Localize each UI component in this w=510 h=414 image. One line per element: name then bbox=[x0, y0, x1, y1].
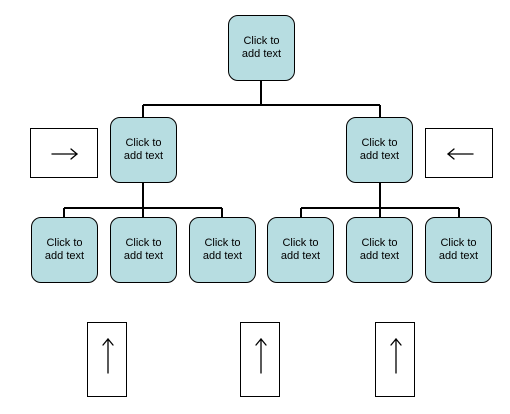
node-root-text: Click to add text bbox=[241, 35, 282, 60]
arrow-box-left[interactable] bbox=[425, 128, 493, 178]
arrow-box-up-3[interactable] bbox=[375, 322, 415, 397]
arrow-left-icon bbox=[446, 148, 474, 160]
node-staff-6-text: Click to add text bbox=[438, 237, 479, 262]
node-manager-right[interactable]: Click to add text bbox=[346, 117, 413, 183]
node-staff-1[interactable]: Click to add text bbox=[31, 217, 98, 283]
node-staff-4-text: Click to add text bbox=[280, 237, 321, 262]
node-staff-2[interactable]: Click to add text bbox=[110, 217, 177, 283]
arrow-box-right[interactable] bbox=[30, 128, 98, 178]
node-staff-3[interactable]: Click to add text bbox=[189, 217, 256, 283]
node-manager-left-text: Click to add text bbox=[123, 137, 164, 162]
node-staff-2-text: Click to add text bbox=[123, 237, 164, 262]
node-manager-left[interactable]: Click to add text bbox=[110, 117, 177, 183]
arrow-up-icon bbox=[390, 337, 402, 374]
node-staff-5[interactable]: Click to add text bbox=[346, 217, 413, 283]
node-root[interactable]: Click to add text bbox=[228, 15, 295, 81]
arrow-right-icon bbox=[51, 148, 79, 160]
arrow-box-up-2[interactable] bbox=[240, 322, 280, 397]
arrow-box-up-1[interactable] bbox=[87, 322, 127, 397]
arrow-up-icon bbox=[255, 337, 267, 374]
arrow-up-icon bbox=[102, 337, 114, 374]
node-staff-6[interactable]: Click to add text bbox=[425, 217, 492, 283]
node-manager-right-text: Click to add text bbox=[359, 137, 400, 162]
node-staff-4[interactable]: Click to add text bbox=[267, 217, 334, 283]
node-staff-5-text: Click to add text bbox=[359, 237, 400, 262]
node-staff-1-text: Click to add text bbox=[44, 237, 85, 262]
node-staff-3-text: Click to add text bbox=[202, 237, 243, 262]
